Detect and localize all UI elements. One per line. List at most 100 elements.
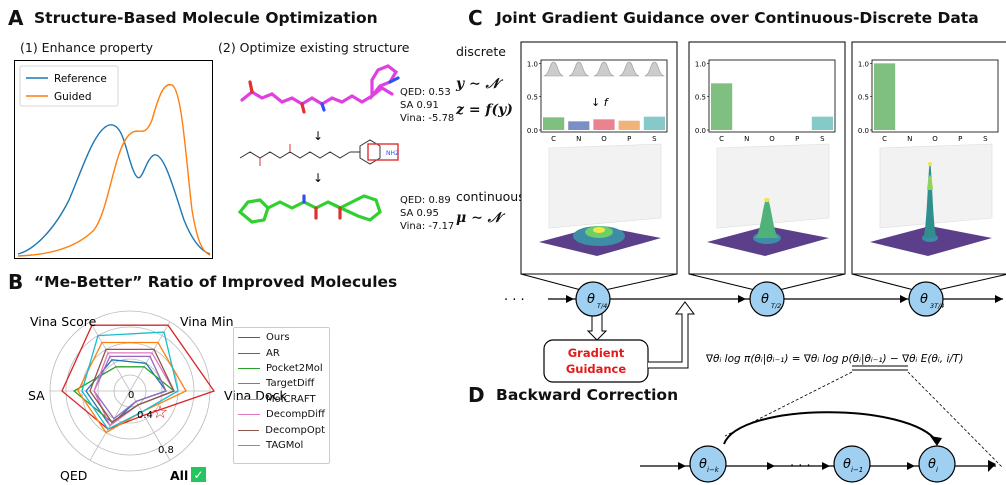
ytick: 0.0 [695,127,706,135]
density-plot: Reference Guided [14,60,213,259]
discrete-label: discrete [456,44,506,59]
legend-swatch [238,383,260,385]
d-arrowhead [822,462,830,470]
mol2-vina: Vina: -7.17 [400,221,455,232]
ytick: 0.0 [858,127,869,135]
y-equation: y ∼ 𝒩 [456,76,500,92]
category-tick: S [820,135,825,143]
surface-wall [716,143,830,229]
category-tick: N [744,135,749,143]
category-tick: O [932,135,938,143]
molecule-intermediate [239,139,381,166]
axis-qed: QED [60,468,87,483]
arrow-down-1: ↓ [313,129,323,143]
legend-label: MolCRAFT [266,393,316,405]
category-tick: P [627,135,631,143]
radar-tick-08: 0.8 [158,445,174,456]
radar-series [61,324,216,434]
bar-O [593,119,615,130]
all-check-box [191,467,206,482]
star-icon: ☆ [152,402,168,423]
panel-a-title: Structure-Based Molecule Optimization [34,9,378,27]
gaussian-bump [644,61,665,77]
panel-c-label: C [468,6,483,30]
nh2-label: NH2 [386,150,399,157]
radar-spoke [129,390,171,461]
legend-swatch [238,337,260,339]
check-icon: ✓ [193,468,203,482]
ytick: 0.5 [695,94,706,102]
radar-series-tagmol [81,331,179,430]
gaussian-bump [593,61,615,77]
legend-swatch [238,367,260,369]
d-ellipsis: · · · [790,459,811,474]
category-tick: P [795,135,799,143]
legend-item-decompopt: DecompOpt [238,422,325,437]
legend-label: AR [266,347,280,359]
mol1-qed: QED: 0.53 [400,87,451,98]
bar-N [568,121,590,130]
legend-label: DecompOpt [265,424,325,436]
bar-S [643,116,665,130]
category-tick: O [769,135,775,143]
mu-equation: μ ∼ 𝒩 [456,210,502,226]
ytick: 1.0 [695,60,706,68]
mol2-sa: SA 0.95 [400,208,439,219]
energy-equation: ∇θᵢ log π(θᵢ|θᵢ₋₁) = ∇θᵢ log p(θᵢ|θᵢ₋₁) … [705,353,963,365]
mol2-qed: QED: 0.89 [400,195,451,206]
molecule-original [240,64,400,114]
mol2-props: QED: 0.89 SA 0.95 Vina: -7.17 [400,194,454,233]
ytick: 1.0 [527,60,538,68]
optimize-structure-label: (2) Optimize existing structure [218,40,410,55]
axis-all: All [170,468,188,483]
axis-vina-score: Vina Score [30,314,97,329]
theta-subscript: i−k [707,466,720,474]
guidance-line-2: Guidance [566,362,627,376]
f-arrow: ↓ f [591,96,610,109]
legend-label: TAGMol [266,439,304,451]
surface-wall [879,143,993,229]
legend-reference: Reference [54,73,107,85]
z-equation: z = f(y) [456,102,513,118]
ytick: 1.0 [858,60,869,68]
theta-symbol: θ [843,457,851,472]
radar-tick-04: 0.4 [137,410,153,421]
theta-subscript: T/4 [597,302,607,310]
legend-label: Pocket2Mol [266,362,323,374]
theta-subscript: i [936,466,938,474]
legend-item-molcraft: MolCRAFT [238,392,325,407]
category-tick: O [601,135,607,143]
guidance-line-1: Gradient [568,346,625,360]
timeline-arrowhead [738,295,746,303]
theta-subscript: 3T/4 [930,302,944,310]
category-tick: N [907,135,912,143]
theta-symbol: θ [928,457,936,472]
d-arrowhead [678,462,686,470]
surface-peak [923,162,937,238]
surface-peak [755,198,779,238]
legend-item-pocket2mol: Pocket2Mol [238,361,325,376]
legend-label: TargetDiff [266,378,315,390]
molecule-optimized [237,194,382,224]
mol1-vina: Vina: -5.78 [400,113,455,124]
legend-swatch [238,352,260,354]
ytick: 0.5 [527,94,538,102]
bar-P [618,120,640,130]
legend-item-ours: Ours [238,330,325,345]
ytick: 0.0 [527,127,538,135]
surface-wall [548,143,662,229]
mol1-sa: SA 0.91 [400,100,439,111]
reference-curve [17,124,211,255]
panel-d-label: D [468,383,485,407]
legend-label: Ours [266,332,290,344]
